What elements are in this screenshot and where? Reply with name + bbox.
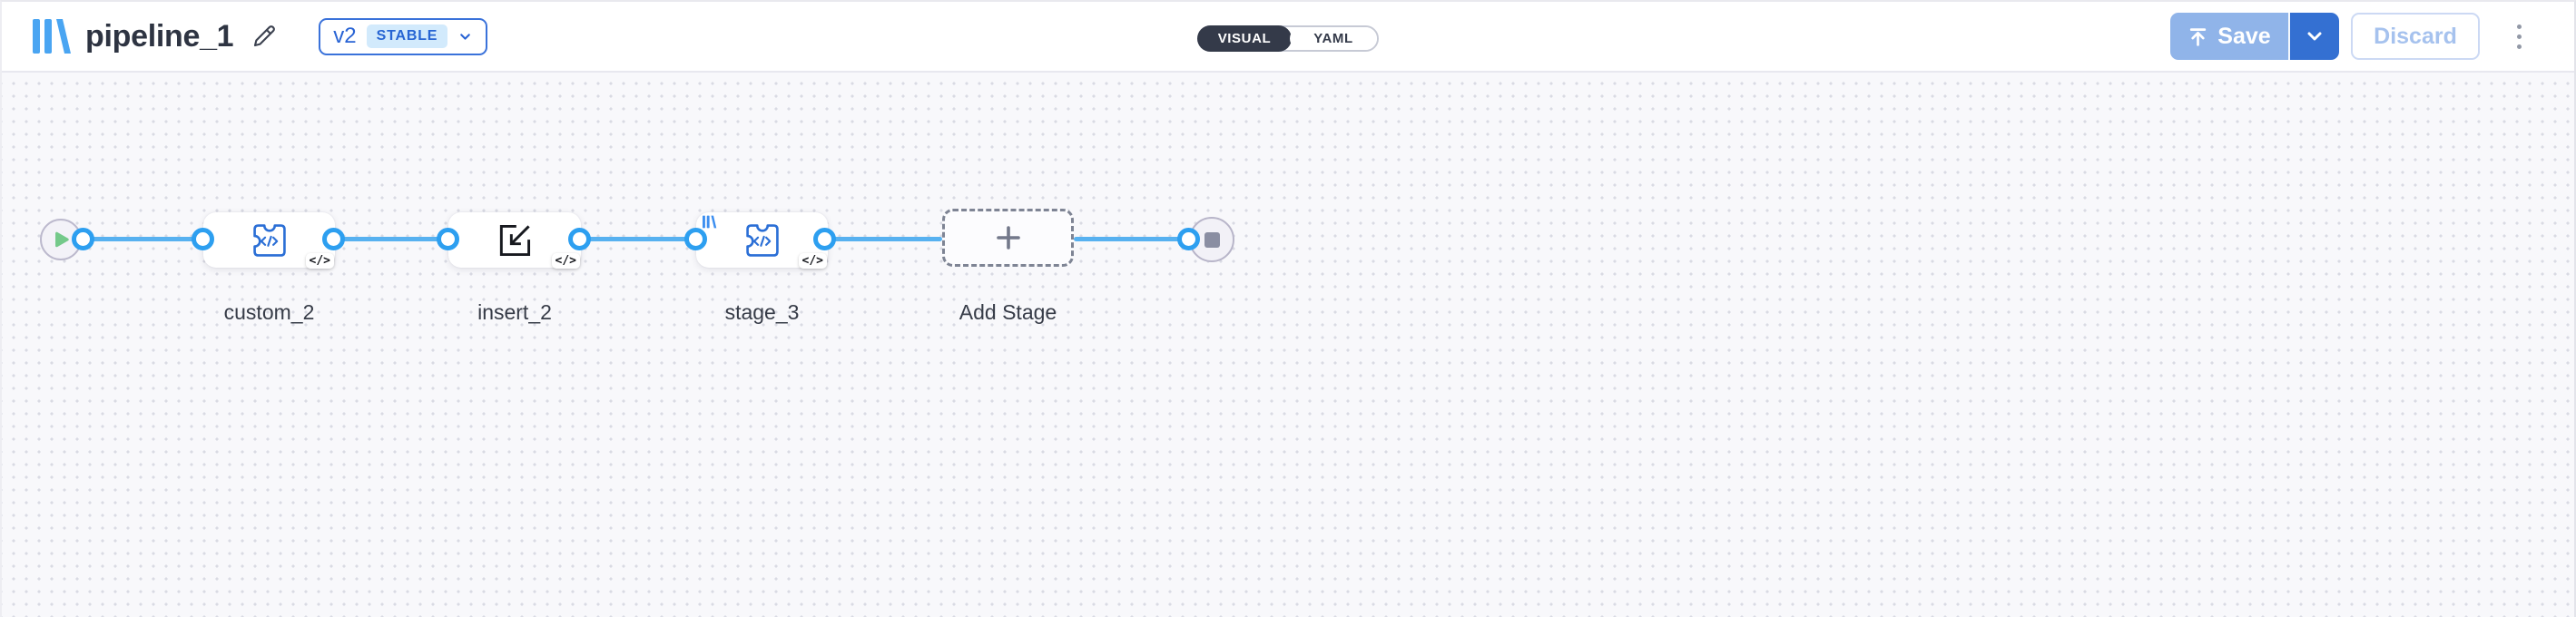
version-status-badge: STABLE (366, 24, 448, 48)
stage-node-insert2[interactable]: </> (448, 212, 581, 269)
port-custom2-out[interactable] (322, 228, 345, 250)
kebab-dot (2516, 34, 2522, 39)
toolbar-right: Save Discard (2170, 13, 2531, 60)
port-insert2-out[interactable] (568, 228, 591, 250)
discard-button[interactable]: Discard (2351, 13, 2480, 60)
edge-insert2-stage3[interactable] (580, 237, 696, 241)
edge-stage3-addstage[interactable] (825, 237, 942, 241)
port-stage3-in[interactable] (684, 228, 707, 250)
view-toggle: VISUAL YAML (1197, 25, 1379, 52)
stage-node-custom2[interactable]: </> (203, 212, 335, 269)
library-badge-icon (703, 215, 717, 229)
code-chip: </> (305, 253, 334, 269)
stage-label-insert2: insert_2 (477, 300, 552, 324)
plus-icon (996, 226, 1020, 250)
stop-icon (1204, 231, 1220, 248)
edge-start-custom2[interactable] (84, 237, 203, 241)
more-options-button[interactable] (2507, 16, 2531, 56)
kebab-dot (2516, 24, 2522, 29)
stage-node-stage3[interactable]: </> (696, 212, 828, 269)
code-chip: </> (551, 253, 580, 269)
port-custom2-in[interactable] (192, 228, 214, 250)
kebab-dot (2516, 44, 2522, 49)
edit-title-button[interactable] (248, 20, 280, 53)
puzzle-code-icon (252, 223, 286, 257)
toolbar-left: pipeline_1 v2 STABLE (33, 17, 488, 55)
stage-label-stage3: stage_3 (724, 300, 800, 324)
version-label: v2 (333, 24, 357, 48)
play-icon (55, 231, 69, 248)
tab-yaml[interactable]: YAML (1290, 27, 1377, 50)
upload-icon (2190, 27, 2207, 46)
save-dropdown-button[interactable] (2290, 13, 2339, 60)
save-split-button: Save (2170, 13, 2339, 60)
tab-visual[interactable]: VISUAL (1197, 25, 1292, 52)
save-button[interactable]: Save (2170, 13, 2290, 60)
pipeline-canvas[interactable]: </> </> </> (2, 73, 2574, 617)
port-insert2-in[interactable] (437, 228, 459, 250)
code-chip: </> (798, 253, 827, 269)
app-logo-icon (33, 19, 71, 54)
pencil-icon (254, 25, 276, 47)
toolbar: pipeline_1 v2 STABLE VISUAL YAML Save (2, 2, 2574, 73)
pipeline-title: pipeline_1 (85, 18, 234, 54)
port-start-out[interactable] (72, 228, 94, 250)
edge-custom2-insert2[interactable] (334, 237, 448, 241)
port-stage3-out[interactable] (813, 228, 836, 250)
stage-label-custom2: custom_2 (223, 300, 315, 324)
chevron-down-icon (460, 33, 471, 40)
edge-addstage-end[interactable] (1074, 237, 1189, 241)
version-selector[interactable]: v2 STABLE (319, 17, 488, 55)
save-label: Save (2217, 23, 2271, 49)
add-stage-button[interactable] (942, 209, 1074, 267)
add-stage-label: Add Stage (959, 300, 1057, 324)
port-end-in[interactable] (1177, 228, 1200, 250)
import-icon (499, 224, 531, 256)
chevron-down-icon (2307, 32, 2322, 41)
puzzle-code-icon (745, 223, 779, 257)
